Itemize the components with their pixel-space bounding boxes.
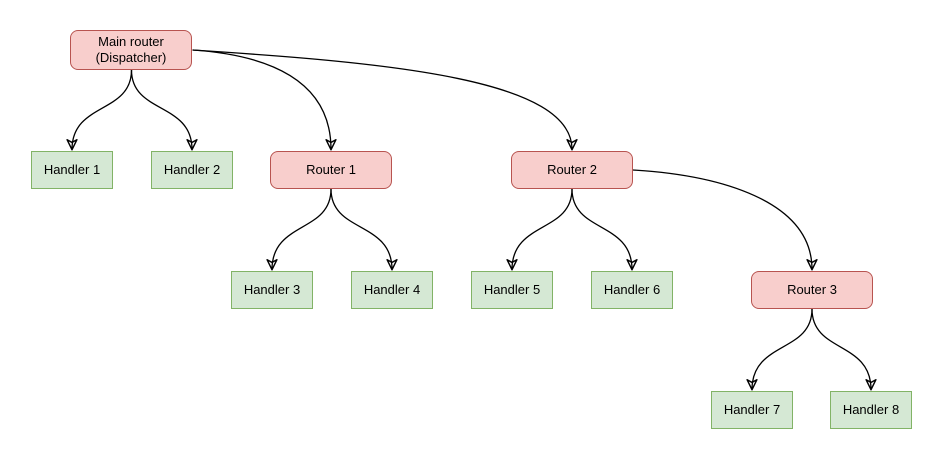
node-handler-5[interactable]: Handler 5	[471, 271, 553, 309]
node-handler-8[interactable]: Handler 8	[830, 391, 912, 429]
node-handler-6[interactable]: Handler 6	[591, 271, 673, 309]
edge-main-to-router1	[192, 49, 332, 150]
node-router-3[interactable]: Router 3	[751, 271, 873, 309]
edge-main-to-handler1	[72, 69, 133, 150]
node-handler-1[interactable]: Handler 1	[31, 151, 113, 189]
edge-main-to-router2	[192, 49, 573, 150]
edge-router2-to-handler6	[571, 188, 632, 270]
node-router-1[interactable]: Router 1	[270, 151, 392, 189]
node-handler-7[interactable]: Handler 7	[711, 391, 793, 429]
edge-router1-to-handler4	[330, 188, 392, 270]
node-handler-3[interactable]: Handler 3	[231, 271, 313, 309]
edge-router1-to-handler3	[272, 188, 332, 270]
edge-main-to-handler2	[130, 69, 193, 150]
node-main-router-dispatcher[interactable]: Main router (Dispatcher)	[70, 30, 192, 70]
node-handler-2[interactable]: Handler 2	[151, 151, 233, 189]
edge-router3-to-handler8	[811, 308, 871, 390]
node-handler-4[interactable]: Handler 4	[351, 271, 433, 309]
edge-router3-to-handler7	[752, 308, 813, 390]
edge-router2-to-handler5	[512, 188, 573, 270]
edge-router2-to-router3	[632, 169, 812, 270]
node-router-2[interactable]: Router 2	[511, 151, 633, 189]
